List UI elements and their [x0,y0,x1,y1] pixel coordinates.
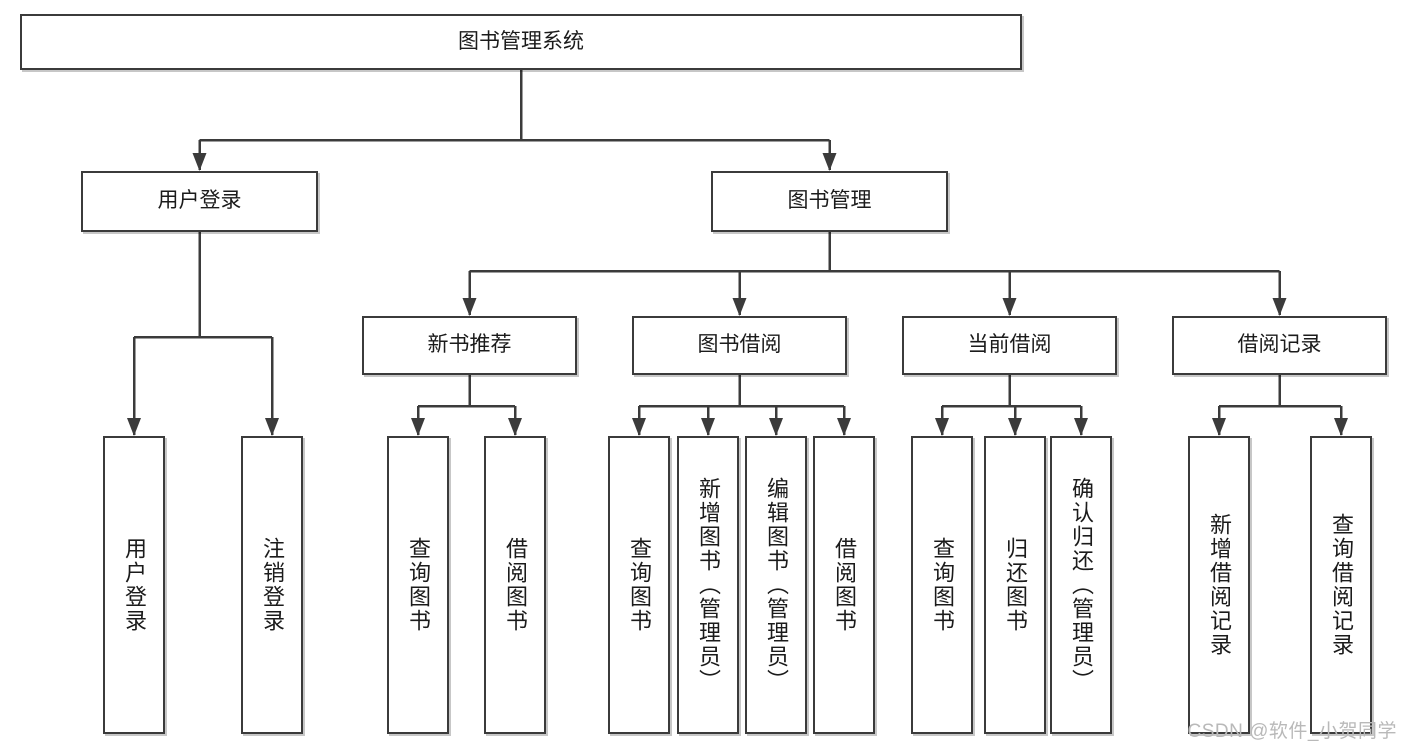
node-root[interactable]: 图书管理系统 [20,14,1022,70]
node-leaf-query-book-1[interactable]: 查询图书 [387,436,449,734]
arrowhead [769,418,783,436]
node-label: 借阅图书 [503,537,528,633]
arrowhead [632,418,646,436]
node-leaf-borrow-book-2[interactable]: 借阅图书 [813,436,875,734]
arrowhead [822,153,837,171]
node-label: 编辑图书（管理员） [764,477,789,693]
arrowhead [837,418,851,436]
node-leaf-logout[interactable]: 注销登录 [241,436,303,734]
node-leaf-add-book[interactable]: 新增图书（管理员） [677,436,739,734]
arrowhead [1272,298,1287,316]
node-leaf-borrow-book-1[interactable]: 借阅图书 [484,436,546,734]
arrowhead [411,418,425,436]
node-leaf-add-record[interactable]: 新增借阅记录 [1188,436,1250,734]
node-leaf-confirm-return[interactable]: 确认归还（管理员） [1050,436,1112,734]
arrowhead [1212,418,1226,436]
node-label: 新增借阅记录 [1207,513,1232,657]
node-label: 图书管理系统 [458,29,584,53]
node-borrow-record[interactable]: 借阅记录 [1172,316,1387,375]
arrowhead [732,298,747,316]
node-label: 图书管理 [787,189,872,213]
node-current-borrow[interactable]: 当前借阅 [902,316,1117,375]
watermark-label: CSDN @软件_小贺同学 [1187,721,1397,742]
node-label: 用户登录 [122,537,147,633]
node-label: 注销登录 [260,537,285,633]
node-book-borrow[interactable]: 图书借阅 [632,316,847,375]
arrowhead [1002,298,1017,316]
arrowhead [935,418,949,436]
node-label: 用户登录 [157,189,242,213]
node-leaf-query-book-2[interactable]: 查询图书 [608,436,670,734]
node-label: 查询图书 [406,537,431,633]
arrowhead [1008,418,1022,436]
node-label: 借阅记录 [1237,333,1322,357]
arrowhead [1334,418,1348,436]
arrowhead [127,418,141,436]
node-label: 当前借阅 [967,333,1052,357]
node-leaf-query-book-3[interactable]: 查询图书 [911,436,973,734]
node-leaf-return-book[interactable]: 归还图书 [984,436,1046,734]
node-leaf-query-record[interactable]: 查询借阅记录 [1310,436,1372,734]
node-new-book-rec[interactable]: 新书推荐 [362,316,577,375]
node-label: 归还图书 [1003,537,1028,633]
node-label: 确认归还（管理员） [1069,477,1094,693]
node-label: 图书借阅 [697,333,782,357]
node-book-manage[interactable]: 图书管理 [711,171,948,232]
node-leaf-edit-book[interactable]: 编辑图书（管理员） [745,436,807,734]
node-label: 新增图书（管理员） [696,477,721,693]
arrowhead [265,418,279,436]
node-label: 查询图书 [627,537,652,633]
node-user-login[interactable]: 用户登录 [81,171,318,232]
arrowhead [192,153,207,171]
arrowhead [701,418,715,436]
arrowhead [462,298,477,316]
node-label: 新书推荐 [427,333,512,357]
node-label: 查询图书 [930,537,955,633]
arrowhead [508,418,522,436]
node-label: 借阅图书 [832,537,857,633]
node-leaf-user-login[interactable]: 用户登录 [103,436,165,734]
arrowhead [1074,418,1088,436]
node-label: 查询借阅记录 [1329,513,1354,657]
